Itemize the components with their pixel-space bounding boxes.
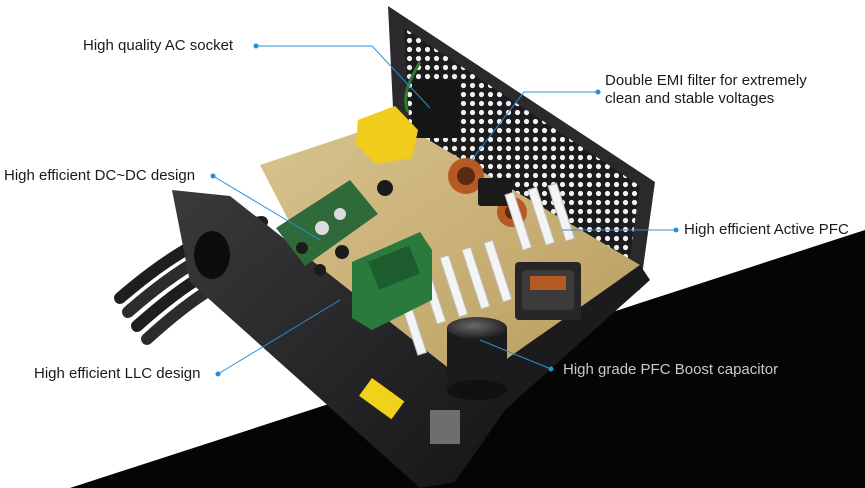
ac-socket-block <box>412 80 460 138</box>
label-llc: High efficient LLC design <box>34 365 201 382</box>
chassis-warning-sticker <box>359 378 405 420</box>
leader-dcdc <box>212 175 321 241</box>
chassis-connector <box>430 410 460 444</box>
label-emi-filter-line1: Double EMI filter for extremely <box>605 72 807 89</box>
small-capacitors <box>296 180 393 276</box>
chassis-bottom-edge <box>470 265 650 410</box>
leader-llc <box>217 299 341 375</box>
leader-ac-socket <box>256 45 431 109</box>
pfc-boost-capacitor <box>447 317 507 400</box>
label-pfc-capacitor: High grade PFC Boost capacitor <box>563 361 779 378</box>
leader-pfc-capacitor <box>479 339 552 370</box>
x-capacitor-yellow <box>356 106 418 164</box>
label-dcdc: High efficient DC~DC design <box>4 167 196 184</box>
back-panel-mesh <box>404 28 640 270</box>
callout-leader-lines <box>212 45 676 375</box>
chassis-side-wall <box>172 190 505 488</box>
label-active-pfc: High efficient Active PFC <box>684 221 849 238</box>
leader-emi-filter <box>469 91 598 163</box>
cable-grommet <box>194 231 230 279</box>
label-emi-filter-line2: clean and stable voltages <box>605 90 775 107</box>
callout-leader-dots <box>210 43 679 377</box>
label-ac-socket: High quality AC socket <box>83 37 234 54</box>
emi-choke <box>478 178 512 206</box>
